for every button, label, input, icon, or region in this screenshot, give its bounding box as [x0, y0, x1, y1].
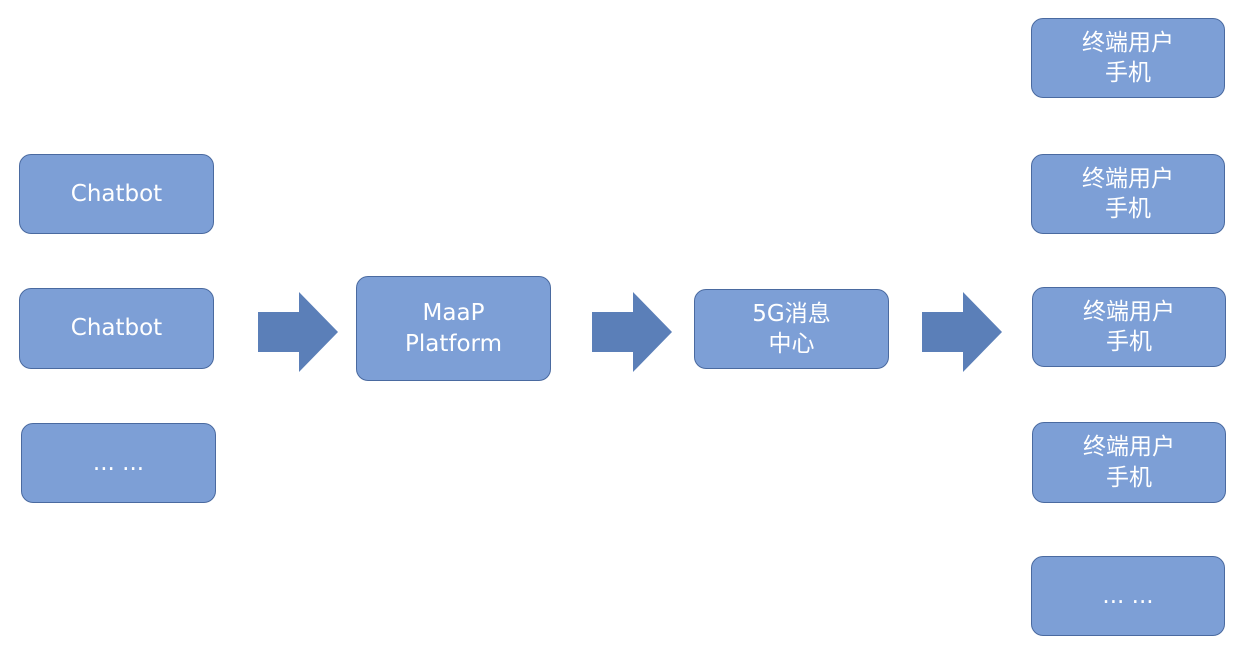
more-terminals-box: ... ... — [1031, 556, 1225, 636]
terminal-label-line1: 终端用户 — [1083, 434, 1175, 461]
chatbot-box-2: Chatbot — [19, 288, 214, 369]
maap-platform-box: MaaP Platform — [356, 276, 551, 381]
center-label-line2: 中心 — [768, 331, 815, 357]
5g-message-center-box: 5G消息 中心 — [694, 289, 889, 369]
arrow-right-icon — [922, 292, 1002, 372]
terminal-label-line2: 手机 — [1106, 329, 1152, 355]
maap-label-line2: Platform — [405, 330, 502, 357]
chatbot-label: Chatbot — [70, 315, 163, 342]
arrow-right-icon — [592, 292, 672, 372]
arrow-right-icon — [258, 292, 338, 372]
chatbot-label: Chatbot — [70, 180, 163, 207]
terminal-label-line2: 手机 — [1106, 464, 1152, 491]
terminal-label-line1: 终端用户 — [1082, 165, 1174, 192]
ellipsis-label: ... ... — [92, 449, 145, 476]
terminal-label-line1: 终端用户 — [1082, 29, 1174, 56]
ellipsis-label: ... ... — [1102, 582, 1154, 609]
terminal-phone-box-2: 终端用户 手机 — [1031, 154, 1225, 234]
center-label-line1: 5G消息 — [752, 300, 831, 327]
terminal-label-line2: 手机 — [1105, 196, 1151, 222]
terminal-phone-box-3: 终端用户 手机 — [1032, 287, 1226, 367]
terminal-label-line2: 手机 — [1105, 60, 1151, 86]
maap-label-line1: MaaP — [422, 300, 485, 327]
terminal-label-line1: 终端用户 — [1083, 298, 1175, 325]
chatbot-box-1: Chatbot — [19, 154, 214, 234]
terminal-phone-box-4: 终端用户 手机 — [1032, 422, 1226, 503]
terminal-phone-box-1: 终端用户 手机 — [1031, 18, 1225, 98]
more-sources-box: ... ... — [21, 423, 216, 503]
